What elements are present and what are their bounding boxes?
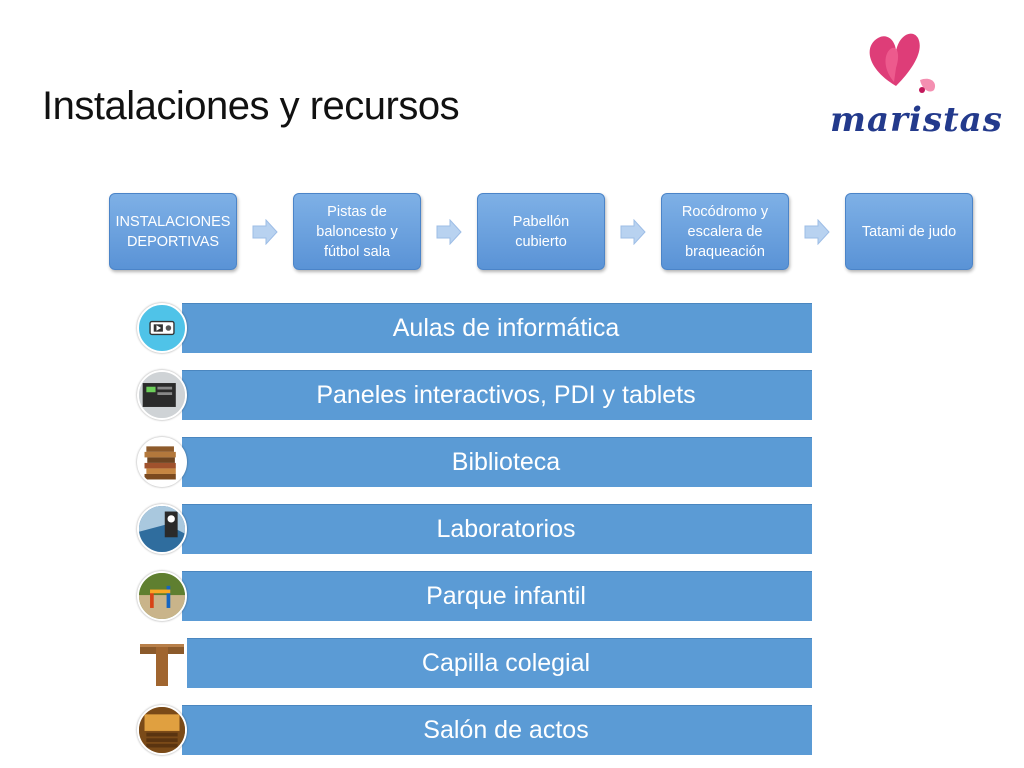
resource-item: Parque infantil — [137, 571, 812, 621]
resource-label: Biblioteca — [182, 437, 812, 487]
arrow-right-icon — [620, 219, 646, 245]
resource-label: Capilla colegial — [182, 638, 812, 688]
slide-title: Instalaciones y recursos — [42, 84, 460, 128]
playground-icon — [137, 571, 187, 621]
resource-label: Parque infantil — [182, 571, 812, 621]
flow-step-5: Tatami de judo — [845, 193, 973, 270]
projector-icon — [137, 303, 187, 353]
resource-label: Laboratorios — [182, 504, 812, 554]
flow-step-3: Pabellón cubierto — [477, 193, 605, 270]
process-flow: INSTALACIONES DEPORTIVAS Pistas de balon… — [0, 0, 1024, 280]
auditorium-icon — [137, 705, 187, 755]
cross-icon — [137, 638, 187, 688]
interactive-panel-icon — [137, 370, 187, 420]
arrow-right-icon — [436, 219, 462, 245]
resource-item: Biblioteca — [137, 437, 812, 487]
resource-item: Laboratorios — [137, 504, 812, 554]
laboratory-icon — [137, 504, 187, 554]
flow-step-4: Rocódromo y escalera de braqueación — [661, 193, 789, 270]
resource-item: Capilla colegial — [137, 638, 812, 688]
heart-logo-icon — [869, 33, 936, 93]
resource-label: Salón de actos — [182, 705, 812, 755]
books-icon — [137, 437, 187, 487]
resource-item: Aulas de informática — [137, 303, 812, 353]
flow-step-1: INSTALACIONES DEPORTIVAS — [109, 193, 237, 270]
resource-label: Paneles interactivos, PDI y tablets — [182, 370, 812, 420]
flow-step-2: Pistas de baloncesto y fútbol sala — [293, 193, 421, 270]
resource-label: Aulas de informática — [182, 303, 812, 353]
arrow-right-icon — [804, 219, 830, 245]
resource-item: Paneles interactivos, PDI y tablets — [137, 370, 812, 420]
maristas-logo: maristas — [826, 28, 1002, 140]
resource-item: Salón de actos — [137, 705, 812, 755]
arrow-right-icon — [252, 219, 278, 245]
logo-text: maristas — [830, 100, 1003, 140]
